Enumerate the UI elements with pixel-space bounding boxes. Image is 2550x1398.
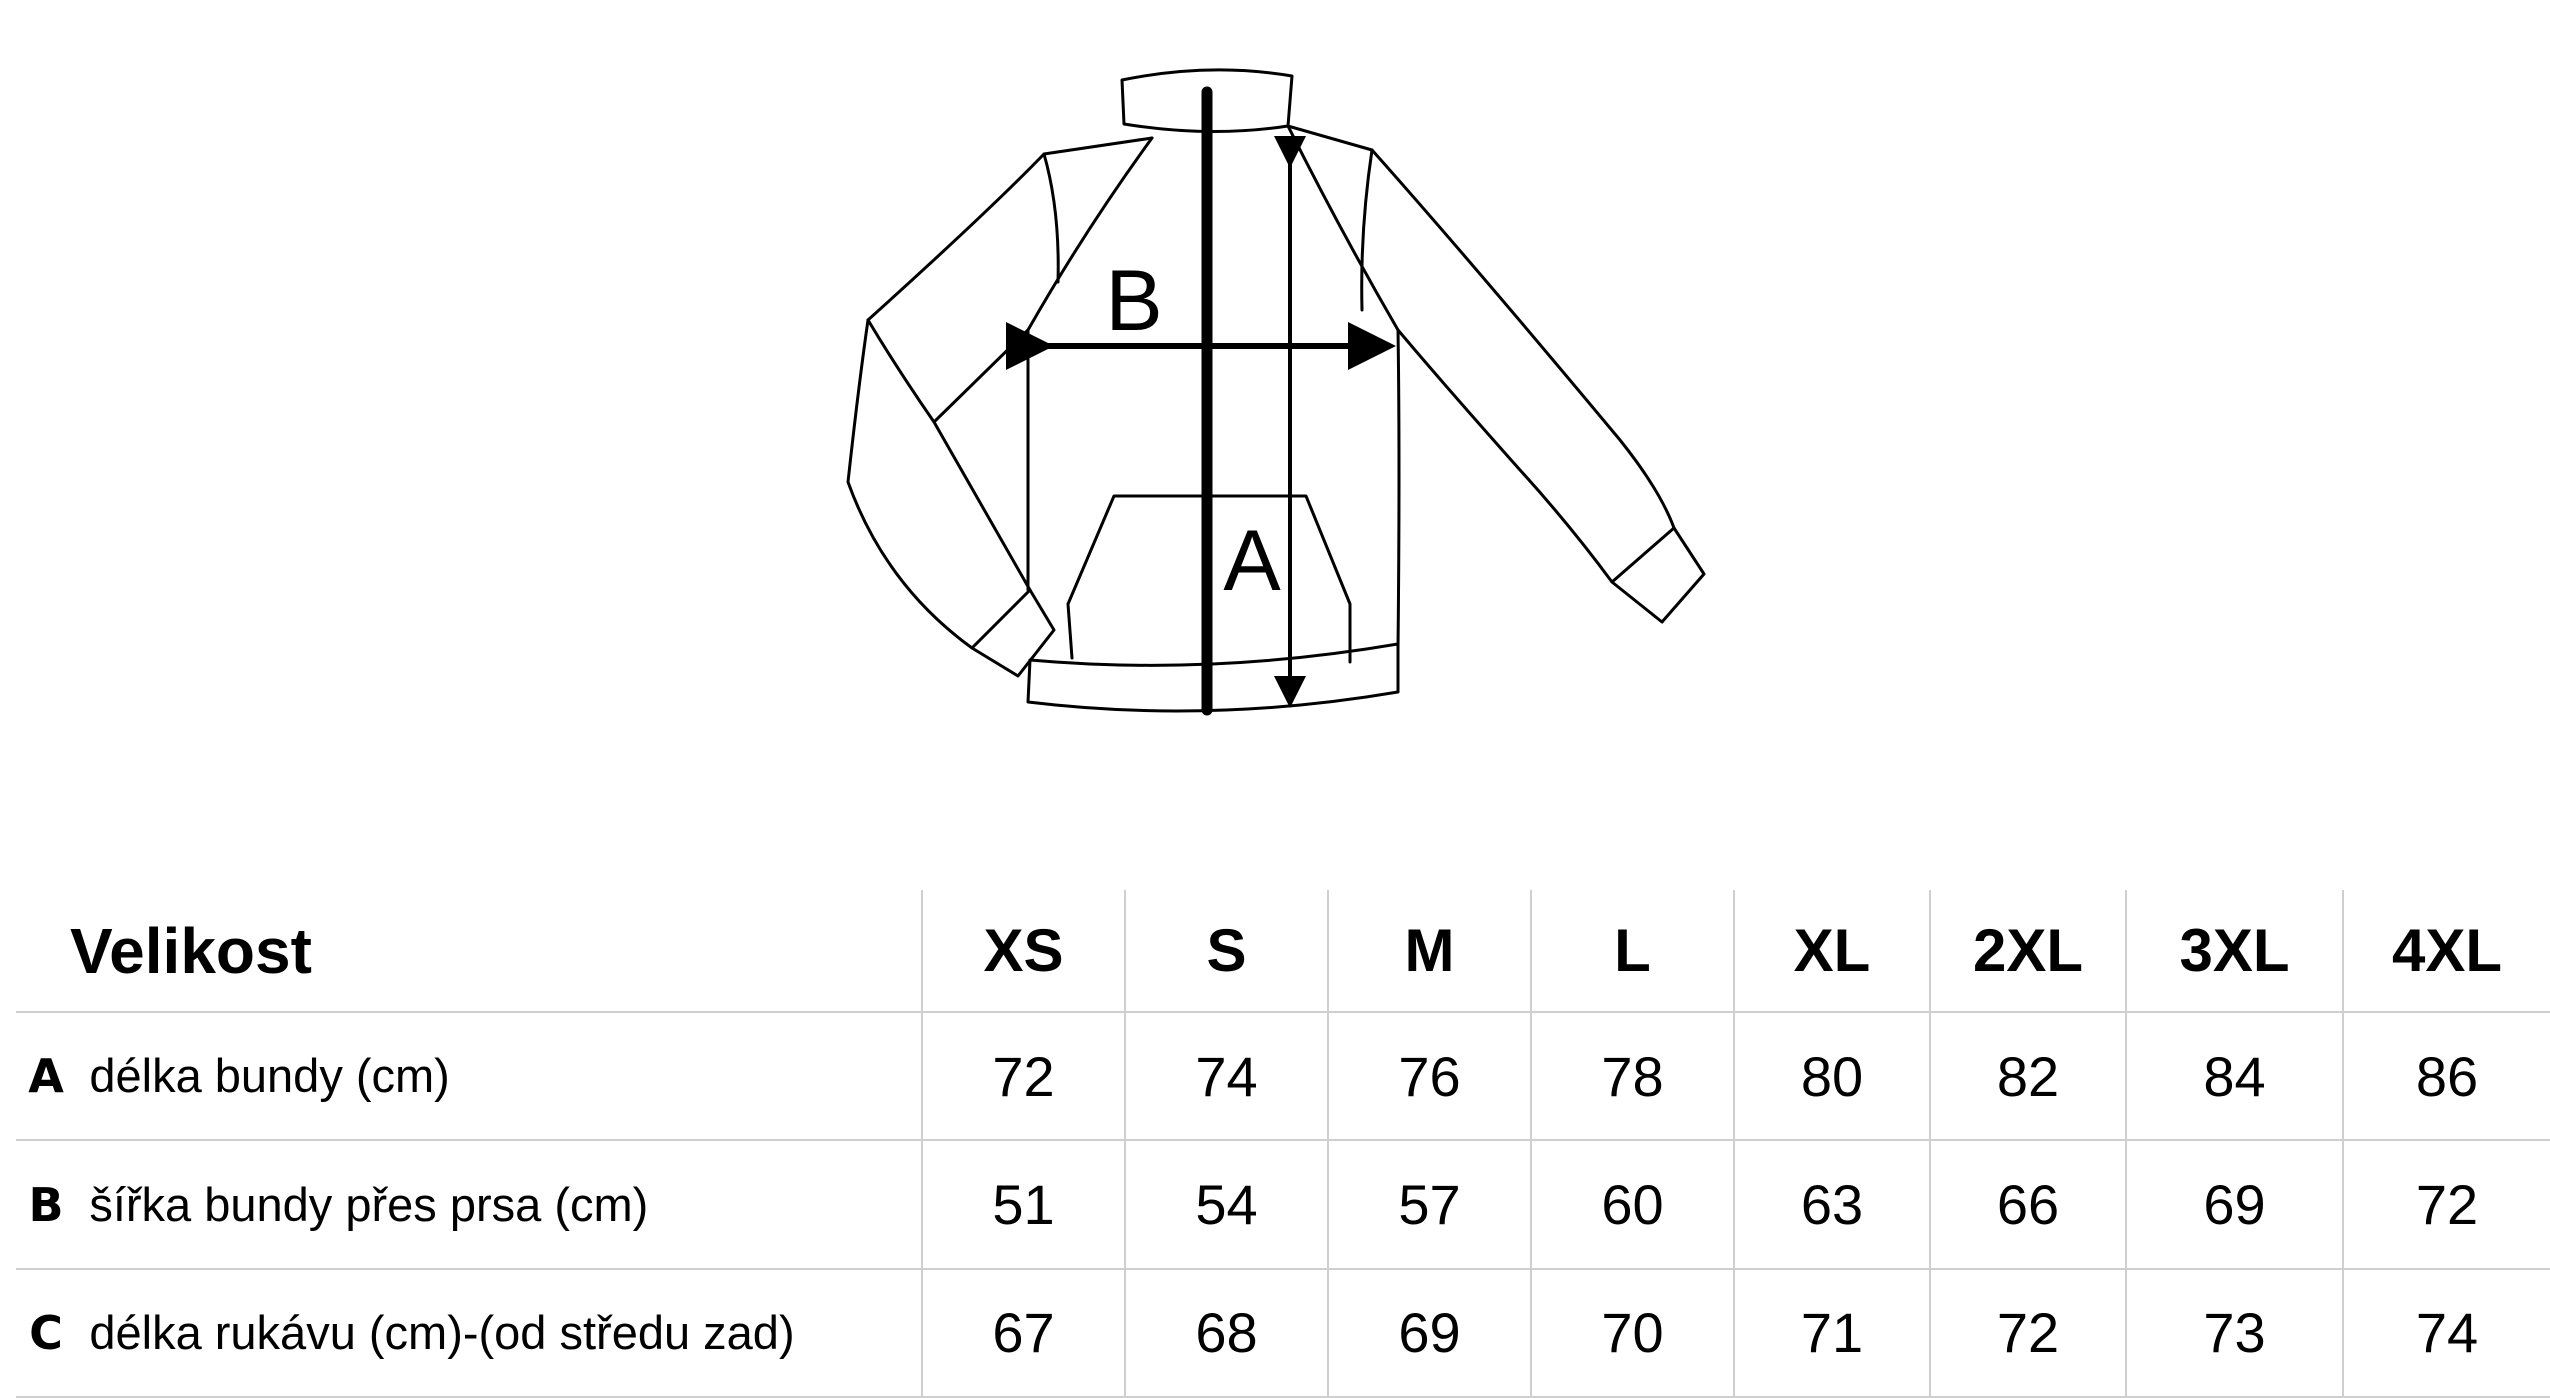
size-header: S — [1124, 890, 1329, 1014]
right-cuff — [1610, 526, 1706, 624]
jacket-diagram: B A — [846, 68, 1706, 716]
table-cell: 74 — [2342, 1267, 2550, 1398]
table-cell: 72 — [921, 1011, 1126, 1142]
row-letter: B — [28, 1177, 64, 1232]
hem-band — [1026, 642, 1400, 713]
table-cell: 84 — [2125, 1011, 2344, 1142]
table-header-row: Velikost XS S M L XL 2XL 3XL 4XL — [16, 890, 2550, 1014]
table-cell: 72 — [1929, 1267, 2127, 1398]
table-cell: 76 — [1327, 1011, 1532, 1142]
left-armhole — [1042, 152, 1060, 284]
left-shoulder — [866, 136, 1154, 322]
row-description: délka bundy (cm) — [89, 1049, 450, 1103]
size-header: 3XL — [2125, 890, 2344, 1014]
measure-a-label: A — [1223, 513, 1281, 609]
table-cell: 86 — [2342, 1011, 2550, 1142]
row-label: A délka bundy (cm) — [16, 1011, 923, 1142]
left-cuff — [970, 588, 1056, 678]
left-raglan-seam — [1026, 136, 1154, 332]
row-letter: A — [28, 1049, 64, 1104]
table-cell: 68 — [1124, 1267, 1329, 1398]
right-shoulder — [1286, 124, 1676, 530]
table-cell: 51 — [921, 1139, 1126, 1270]
table-cell: 69 — [2125, 1139, 2344, 1270]
left-sleeve-inner — [866, 318, 1032, 592]
right-sleeve-inner — [1396, 328, 1614, 584]
table-row: B šířka bundy přes prsa (cm) 51 54 57 60… — [16, 1139, 2550, 1270]
table-cell: 60 — [1530, 1139, 1735, 1270]
table-cell: 74 — [1124, 1011, 1329, 1142]
size-header: XS — [921, 890, 1126, 1014]
table-cell: 70 — [1530, 1267, 1735, 1398]
size-header: M — [1327, 890, 1532, 1014]
table-cell: 71 — [1733, 1267, 1931, 1398]
row-description: šířka bundy přes prsa (cm) — [89, 1177, 649, 1231]
left-underarm — [932, 328, 1030, 424]
table-cell: 82 — [1929, 1011, 2127, 1142]
size-header: XL — [1733, 890, 1931, 1014]
size-header: 4XL — [2342, 890, 2550, 1014]
size-table: Velikost XS S M L XL 2XL 3XL 4XL A délka… — [16, 890, 2550, 1398]
table-cell: 66 — [1929, 1139, 2127, 1270]
left-sleeve-outer — [846, 318, 974, 650]
right-raglan-seam — [1286, 124, 1400, 332]
size-header: 2XL — [1929, 890, 2127, 1014]
table-cell: 72 — [2342, 1139, 2550, 1270]
size-header: L — [1530, 890, 1735, 1014]
table-cell: 67 — [921, 1267, 1126, 1398]
table-cell: 78 — [1530, 1011, 1735, 1142]
table-cell: 73 — [2125, 1267, 2344, 1398]
row-label: C délka rukávu (cm)-(od středu zad) — [16, 1267, 923, 1398]
row-label: B šířka bundy přes prsa (cm) — [16, 1139, 923, 1270]
measure-b-label: B — [1105, 253, 1162, 349]
table-cell: 69 — [1327, 1267, 1532, 1398]
table-row: C délka rukávu (cm)-(od středu zad) 67 6… — [16, 1267, 2550, 1398]
table-title: Velikost — [16, 890, 923, 1014]
row-letter: C — [29, 1305, 63, 1360]
table-cell: 63 — [1733, 1139, 1931, 1270]
row-description: délka rukávu (cm)-(od středu zad) — [89, 1305, 795, 1359]
table-cell: 80 — [1733, 1011, 1931, 1142]
collar — [1120, 68, 1294, 134]
table-cell: 57 — [1327, 1139, 1532, 1270]
body-right-side — [1396, 328, 1401, 650]
table-row: A délka bundy (cm) 72 74 76 78 80 82 84 … — [16, 1011, 2550, 1142]
table-cell: 54 — [1124, 1139, 1329, 1270]
right-armhole — [1360, 148, 1374, 312]
